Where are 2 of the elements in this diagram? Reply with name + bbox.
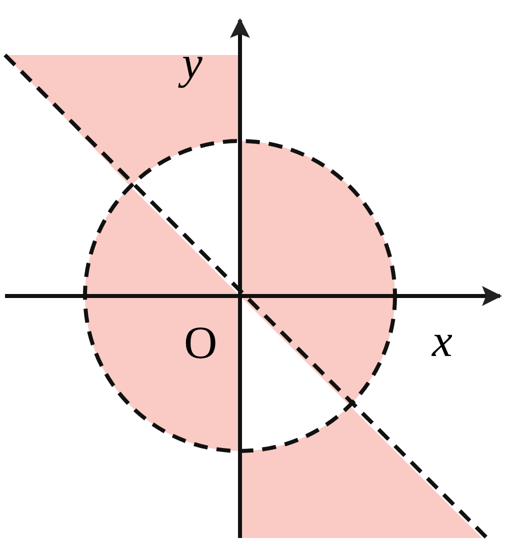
- origin-label: O: [184, 320, 218, 366]
- axis-label: x: [432, 318, 452, 364]
